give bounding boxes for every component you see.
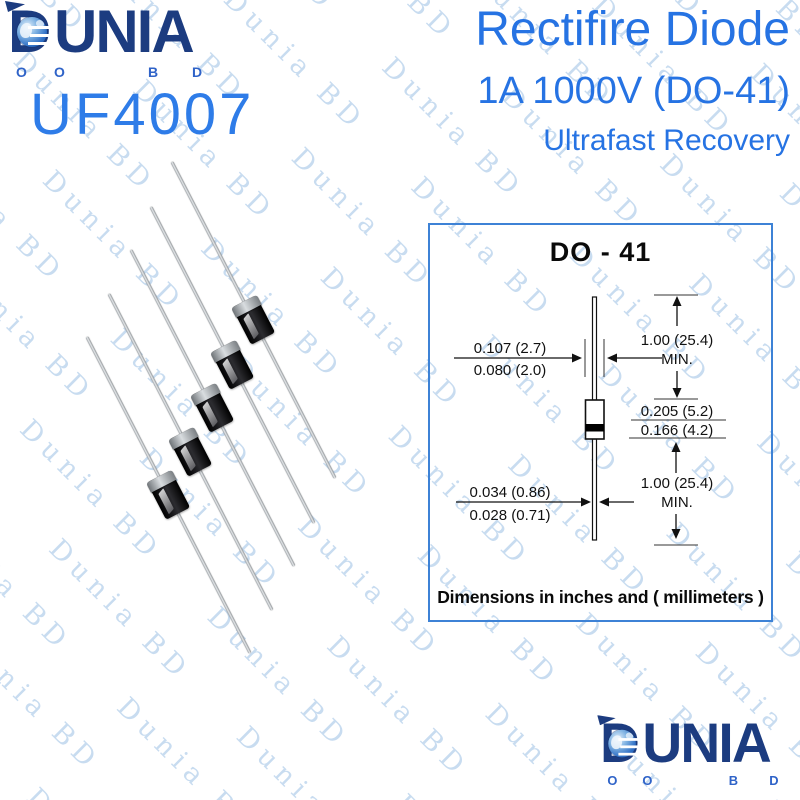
brand-logo-bottom: D UNIA O O B D [597, 712, 784, 790]
drawn-lead-bottom [591, 438, 598, 541]
dim-lead-len-top-min: MIN. [661, 351, 693, 368]
drawn-cathode-band [585, 424, 604, 432]
brand-sub-letter: B [148, 64, 159, 80]
diode-body [230, 294, 275, 345]
dim-body-len-max: 0.205 (5.2) [641, 403, 714, 420]
brand-letters-unia: UNIA [642, 712, 771, 774]
dim-lead-dia-min: 0.028 (0.71) [470, 507, 551, 524]
drawn-body [584, 399, 605, 440]
brand-sub-letter: O [54, 64, 65, 80]
dim-body-dia-max: 0.107 (2.7) [474, 340, 547, 357]
brand-wordmark: D UNIA [597, 712, 784, 774]
brand-sub-letter: D [769, 773, 779, 788]
brand-letters-unia: UNIA [54, 0, 195, 65]
package-diagram: DO - 41 0.107 (2.7) 0.080 (2.0) 1.00 (25… [428, 223, 773, 622]
dim-body-len-min: 0.166 (4.2) [641, 422, 714, 439]
brand-d-mark: D [5, 1, 54, 64]
flag-icon [5, 1, 25, 12]
brand-sub-letter: D [192, 64, 203, 80]
diode-body [167, 426, 212, 477]
speed-line [28, 26, 52, 29]
speed-line [618, 752, 641, 756]
diagram-caption: Dimensions in inches and ( millimeters ) [437, 587, 764, 607]
brand-sub-letters: O O B D [600, 773, 784, 790]
body-reflection [179, 445, 196, 472]
brand-d-mark: D [597, 715, 642, 773]
diode-body [209, 339, 254, 390]
dim-lead-len-top: 1.00 (25.4) [641, 332, 714, 349]
brand-sub-letters: O O B D [8, 64, 208, 82]
brand-wordmark: D UNIA [5, 0, 208, 65]
diode-body [189, 382, 234, 433]
dim-lead-len-bot-min: MIN. [661, 494, 693, 511]
dim-body-dia-min: 0.080 (2.0) [474, 362, 547, 379]
body-reflection [242, 313, 259, 340]
dim-lead-dia-max: 0.034 (0.86) [470, 484, 551, 501]
body-reflection [201, 401, 218, 428]
diode-body [145, 469, 190, 520]
speed-line [30, 34, 53, 37]
product-title: Rectifire Diode [475, 3, 790, 56]
speed-line [618, 738, 641, 741]
speed-line [620, 745, 642, 749]
body-reflection [157, 488, 174, 515]
flag-icon [597, 715, 616, 726]
brand-sub-letter: O [642, 773, 653, 788]
drawn-lead-top [591, 296, 598, 401]
dim-lead-len-bot: 1.00 (25.4) [641, 475, 714, 492]
brand-logo-top: D UNIA O O B D [5, 0, 208, 82]
brand-sub-letter: B [728, 773, 739, 788]
product-rating: 1A 1000V (DO-41) [477, 70, 790, 112]
brand-sub-letter: O [607, 773, 618, 788]
brand-sub-letter: O [16, 64, 27, 80]
body-reflection [221, 358, 238, 385]
package-name: DO - 41 [549, 237, 652, 267]
dimension-drawing: 0.107 (2.7) 0.080 (2.0) 1.00 (25.4) MIN.… [454, 294, 726, 546]
product-tagline: Ultrafast Recovery [543, 124, 790, 157]
speed-line [28, 42, 52, 45]
part-number: UF4007 [30, 82, 255, 147]
